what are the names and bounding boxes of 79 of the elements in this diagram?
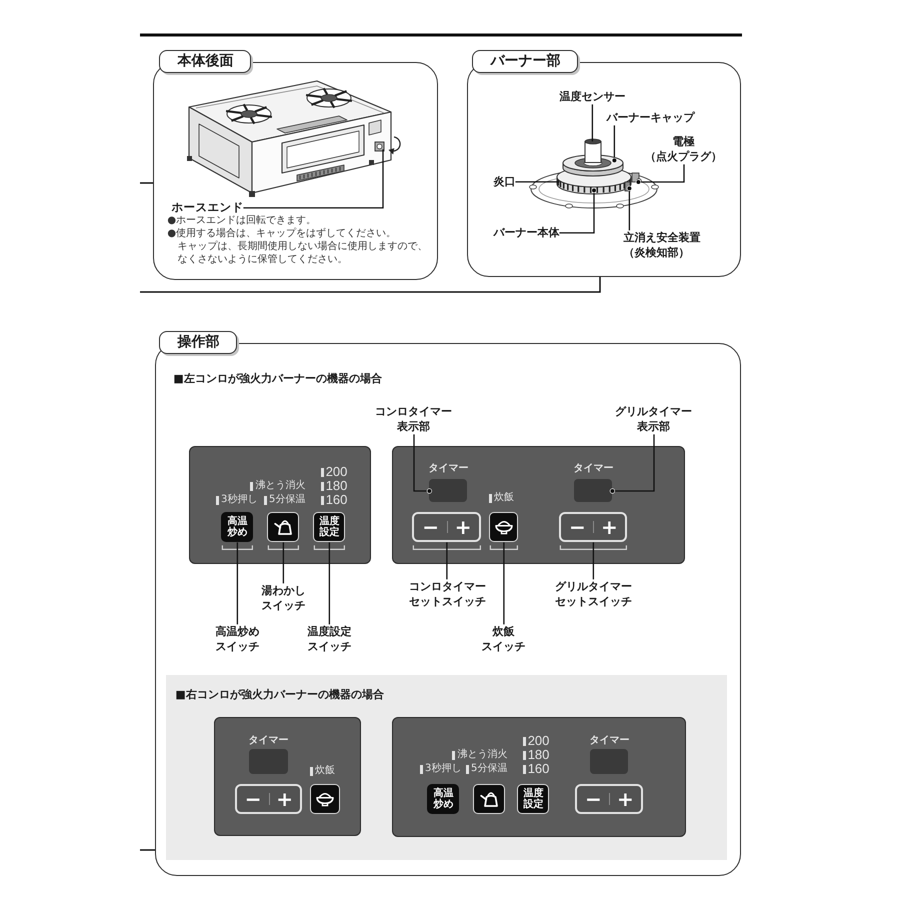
section-tab: 本体後面 xyxy=(159,50,252,74)
callout-label: 高温炒めスイッチ xyxy=(213,624,262,654)
leader-line xyxy=(515,181,560,183)
temperature-value: 160 xyxy=(528,762,550,776)
leader-line xyxy=(559,188,597,234)
temperature-setting-button: 温度設定 xyxy=(313,512,346,542)
callout-label: バーナーキャップ xyxy=(606,110,694,126)
indicator-label: 炊飯 xyxy=(314,764,335,778)
connector-line xyxy=(140,277,601,293)
leader-line xyxy=(282,542,284,584)
note-text: ●ホースエンドは回転できます。 xyxy=(167,214,318,228)
kettle-button xyxy=(267,512,300,542)
callout-label: グリルタイマーセットスイッチ xyxy=(552,579,634,610)
indicator-label: 炊飯 xyxy=(494,491,514,506)
leader-line xyxy=(626,186,632,230)
callout-label: バーナー本体 xyxy=(493,225,560,240)
high-heat-button: 高温炒め xyxy=(427,784,460,814)
leader-line xyxy=(328,542,330,624)
timer-display xyxy=(590,749,628,774)
leader-line xyxy=(446,542,448,580)
connector-line xyxy=(140,849,155,851)
leader-line xyxy=(592,104,594,142)
temperature-value: 180 xyxy=(326,479,348,494)
connector-line xyxy=(140,182,153,184)
callout-label: 温度センサー xyxy=(559,89,626,104)
section-subheading: ■右コンロが強火力バーナーの機器の場合 xyxy=(175,688,384,702)
callout-label: 温度設定スイッチ xyxy=(305,624,354,654)
leader-line xyxy=(236,542,238,624)
rice-cooking-button xyxy=(310,784,340,814)
indicator-label: 5分保温 xyxy=(269,493,306,508)
control-panel xyxy=(392,717,686,838)
indicator-label: 沸とう消火 xyxy=(457,748,508,762)
indicator-label: 5分保温 xyxy=(471,762,508,776)
temperature-value: 200 xyxy=(528,734,550,748)
high-heat-button: 高温炒め xyxy=(221,512,254,542)
control-panel xyxy=(189,446,372,564)
leader-line xyxy=(413,434,432,494)
temperature-value: 200 xyxy=(326,465,348,480)
temperature-value: 180 xyxy=(528,748,550,762)
leader-line xyxy=(243,149,384,209)
section-tab: 操作部 xyxy=(159,331,238,354)
kettle-button xyxy=(473,784,506,814)
timer-label: タイマー xyxy=(573,462,614,476)
callout-label: 湯わかしスイッチ xyxy=(259,583,308,614)
indicator-label: 沸とう消火 xyxy=(255,479,306,494)
temperature-value: 160 xyxy=(326,493,348,508)
timer-label: タイマー xyxy=(589,734,630,748)
shaded-band xyxy=(166,675,728,860)
callout-label: コンロタイマー表示部 xyxy=(372,404,454,434)
section-tab: バーナー部 xyxy=(472,50,578,74)
callout-label: ホースエンド xyxy=(171,200,244,216)
timer-label: タイマー xyxy=(428,462,468,476)
callout-label: 炊飯スイッチ xyxy=(478,624,528,654)
callout-label: 立消え安全装置（炎検知部） xyxy=(623,230,708,260)
timer-display xyxy=(429,479,468,502)
timer-display xyxy=(249,749,288,774)
control-panel xyxy=(392,446,686,564)
timer-label: タイマー xyxy=(248,734,288,748)
minus-plus-switch: − + xyxy=(235,784,302,814)
note-text: ●使用する場合は、キャップをはずしてください。キャップは、長期間使用しない場合に使用しますので、なくさないように保管してください。 xyxy=(167,227,428,266)
leader-line xyxy=(612,125,617,163)
leader-line xyxy=(592,542,594,580)
leader-line xyxy=(610,434,655,494)
leader-line xyxy=(503,542,505,624)
callout-label: 電極（点火プラグ） xyxy=(642,134,724,164)
indicator-label: 3秒押し xyxy=(425,762,462,776)
leader-line xyxy=(636,164,685,185)
temperature-setting-button: 温度設定 xyxy=(517,784,550,814)
section-subheading: ■左コンロが強火力バーナーの機器の場合 xyxy=(173,372,382,386)
timer-display xyxy=(574,479,612,502)
control-panel xyxy=(214,717,362,836)
indicator-label: 3秒押し xyxy=(221,493,258,508)
minus-plus-switch: − + xyxy=(559,512,628,542)
callout-label: 炎口 xyxy=(493,174,516,190)
minus-plus-switch: − + xyxy=(575,784,644,814)
callout-label: コンロタイマーセットスイッチ xyxy=(406,579,488,610)
callout-label: グリルタイマー表示部 xyxy=(612,404,694,434)
minus-plus-switch: − + xyxy=(412,512,482,542)
rice-cooking-button xyxy=(489,512,518,542)
